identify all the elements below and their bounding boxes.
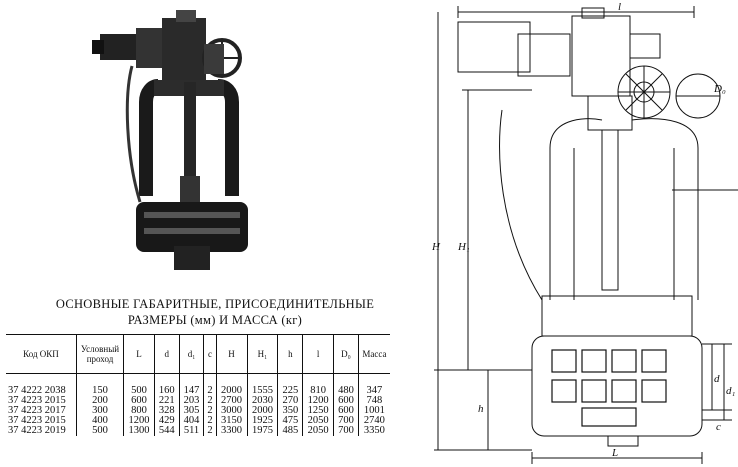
table-cell: 1555 [246, 373, 278, 396]
table-cell: 429 [153, 415, 180, 426]
valve-photo [92, 10, 248, 270]
table-caption: ОСНОВНЫЕ ГАБАРИТНЫЕ, ПРИСОЕДИНИТЕЛЬНЫЕ Р… [40, 296, 390, 328]
table-cell: 1300 [123, 425, 155, 436]
dim-label-l: l [618, 1, 621, 13]
col-header-H: H [215, 334, 248, 374]
table-cell: 485 [277, 425, 303, 436]
col-header-H1: H₁ [246, 334, 278, 374]
table-cell: 147 [178, 373, 204, 396]
caption-line-1: ОСНОВНЫЕ ГАБАРИТНЫЕ, ПРИСОЕДИНИТЕЛЬНЫЕ [55, 297, 375, 311]
table-row: 37 4223 2015 200 600 221 203 2 2700 2030… [6, 395, 390, 406]
table-cell: 1200 [302, 395, 334, 406]
table-cell: 3150 [215, 415, 248, 426]
table-row: 37 4223 2015 400 1200 429 404 2 3150 192… [6, 415, 390, 426]
table-row: 37 4223 2019 500 1300 544 511 2 3300 197… [6, 425, 390, 436]
table-cell: 600 [333, 405, 359, 416]
col-header-nominal-bore: Условный проход [76, 334, 124, 374]
table-cell: 475 [277, 415, 303, 426]
col-header-L: L [123, 334, 155, 374]
col-header-h: h [277, 334, 303, 374]
dim-label-d: d [714, 373, 720, 385]
table-cell: 1001 [357, 405, 390, 416]
table-cell: 2 [203, 405, 217, 416]
table-header-row: Код ОКП Условный проход L d d₁ c H H₁ h … [6, 334, 390, 374]
table-cell: 511 [178, 425, 204, 436]
table-cell: 1250 [302, 405, 334, 416]
table-cell: 1925 [246, 415, 278, 426]
table-cell: 2030 [246, 395, 278, 406]
table-cell: 1200 [123, 415, 155, 426]
table-cell: 3000 [215, 405, 248, 416]
table-cell: 350 [277, 405, 303, 416]
dim-label-D0: D₀ [713, 83, 726, 95]
table-row: 37 4223 2017 300 800 328 305 2 3000 2000… [6, 405, 390, 416]
table-cell: 160 [153, 373, 180, 396]
table-cell: 748 [357, 395, 390, 406]
technical-drawing: l D₀ H H₁ h d d₁ c L [432, 1, 738, 464]
col-header-c: c [203, 334, 217, 374]
table-cell: 500 [123, 373, 155, 396]
table-cell: 544 [153, 425, 180, 436]
table-cell: 37 4223 2019 [8, 425, 66, 436]
dimensions-table: Код ОКП Условный проход L d d₁ c H H₁ h … [6, 334, 390, 436]
table-cell: 37 4222 2038 [8, 385, 66, 396]
table-cell: 700 [333, 425, 359, 436]
table-cell: 2000 [215, 373, 248, 396]
table-cell: 300 [76, 405, 124, 416]
table-cell: 600 [123, 395, 155, 406]
table-cell: 3300 [215, 425, 248, 436]
table-cell: 2050 [302, 415, 334, 426]
table-cell: 2700 [215, 395, 248, 406]
col-header-mass: Масса [357, 334, 390, 374]
dim-label-L: L [611, 447, 618, 459]
table-cell: 480 [333, 373, 359, 396]
table-cell: 810 [302, 373, 334, 396]
table-cell: 37 4223 2015 [8, 415, 66, 426]
table-cell: 270 [277, 395, 303, 406]
dim-label-H1: H₁ [457, 241, 470, 253]
table-cell: 37 4223 2017 [8, 405, 66, 416]
caption-line-2: РАЗМЕРЫ (мм) И МАССА (кг) [127, 313, 303, 327]
table-cell: 150 [76, 373, 124, 396]
dim-label-h: h [478, 403, 484, 415]
col-header-D0: D₀ [333, 334, 359, 374]
table-cell: 200 [76, 395, 124, 406]
table-cell: 400 [76, 415, 124, 426]
table-cell: 700 [333, 415, 359, 426]
table-cell: 2 [203, 415, 217, 426]
table-cell: 1975 [246, 425, 278, 436]
dim-label-d1: d₁ [726, 385, 736, 397]
table-cell: 305 [178, 405, 204, 416]
dim-label-c: c [716, 421, 721, 433]
table-cell: 600 [333, 395, 359, 406]
table-cell: 37 4223 2015 [8, 395, 66, 406]
table-cell: 221 [153, 395, 180, 406]
table-cell: 2 [203, 425, 217, 436]
table-cell: 800 [123, 405, 155, 416]
table-cell: 2 [203, 395, 217, 406]
table-cell: 500 [76, 425, 124, 436]
table-cell: 203 [178, 395, 204, 406]
dim-label-H: H [432, 241, 441, 253]
table-cell: 2 [203, 373, 217, 396]
col-header-l: l [302, 334, 334, 374]
table-cell: 2740 [357, 415, 390, 426]
table-cell: 347 [357, 373, 390, 396]
table-cell: 225 [277, 373, 303, 396]
table-cell: 3350 [357, 425, 390, 436]
table-cell: 404 [178, 415, 204, 426]
table-cell: 328 [153, 405, 180, 416]
col-header-okp: Код ОКП [6, 334, 77, 374]
table-cell: 2050 [302, 425, 334, 436]
col-header-d1: d₁ [178, 334, 204, 374]
table-cell: 2000 [246, 405, 278, 416]
table-row: 37 4222 2038 150 500 160 147 2 2000 1555… [6, 373, 390, 396]
col-header-d: d [153, 334, 180, 374]
